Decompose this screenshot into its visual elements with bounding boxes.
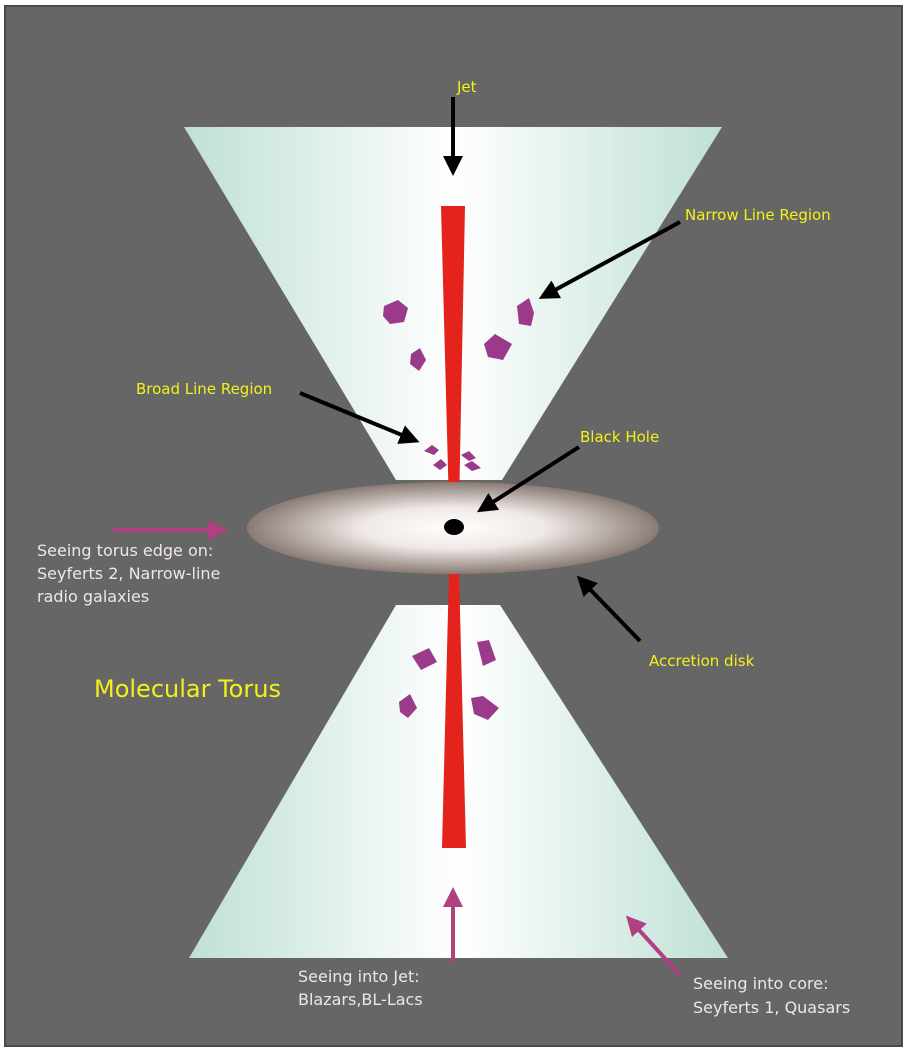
into-core-arrow-icon: [625, 915, 682, 977]
lower-jet: [442, 572, 466, 848]
black-hole: [444, 519, 464, 535]
gas-cloud-icon: [410, 348, 426, 371]
gas-cloud-icon: [412, 648, 437, 670]
into-jet-label-line-1: Seeing into Jet:: [298, 967, 420, 986]
accretion-disk-label: Accretion disk: [649, 652, 755, 670]
gas-cloud-icon: [399, 694, 417, 718]
gas-cloud-icon: [383, 300, 408, 324]
narrow-line-region-label: Narrow Line Region: [685, 206, 831, 224]
into-core-label-line-1: Seeing into core:: [693, 974, 828, 993]
edge-on-label-line-1: Seeing torus edge on:: [37, 541, 213, 560]
edge-on-label-line-2: Seyferts 2, Narrow-line: [37, 564, 220, 583]
edge-on-label-line-3: radio galaxies: [37, 587, 149, 606]
molecular-torus-label: Molecular Torus: [94, 675, 281, 703]
gas-cloud-icon: [477, 640, 496, 666]
into-core-label-line-2: Seyferts 1, Quasars: [693, 998, 850, 1017]
narrow-line-region-arrow-icon: [538, 220, 681, 299]
black-hole-arrow-icon: [476, 445, 581, 513]
lower-clouds: [399, 640, 499, 720]
broad-line-region-label: Broad Line Region: [136, 380, 272, 398]
upper-jet: [441, 206, 465, 508]
into-jet-label-line-2: Blazars,BL-Lacs: [298, 990, 423, 1009]
gas-cloud-icon: [517, 298, 534, 326]
broad-line-region-arrow-icon: [299, 391, 420, 444]
gas-cloud-icon: [461, 451, 476, 461]
gas-cloud-icon: [424, 445, 439, 455]
gas-cloud-icon: [464, 461, 481, 471]
broad-line-region-clouds: [424, 445, 481, 471]
gas-cloud-icon: [471, 696, 499, 720]
gas-cloud-icon: [484, 334, 512, 360]
accretion-disk-arrow-icon: [576, 575, 642, 643]
narrow-line-region-clouds: [383, 298, 534, 371]
gas-cloud-icon: [433, 459, 447, 470]
jet-label: Jet: [456, 78, 477, 96]
black-hole-label: Black Hole: [580, 428, 659, 446]
